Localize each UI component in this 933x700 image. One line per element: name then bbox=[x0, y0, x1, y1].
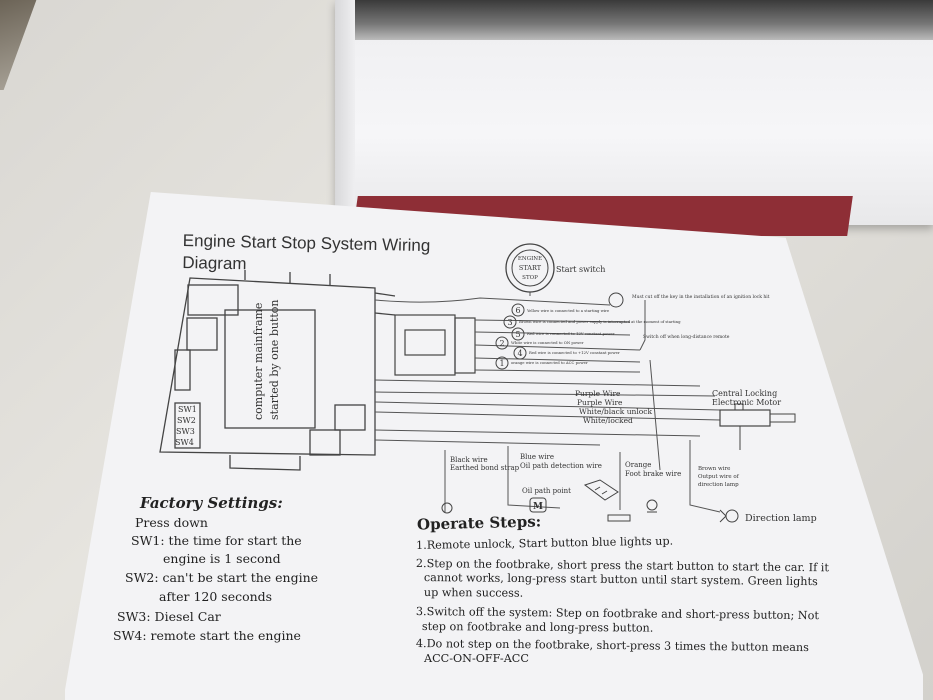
wire-label-purple-1: Purple Wire bbox=[575, 389, 621, 398]
motor-label-1: Central Locking bbox=[712, 389, 777, 398]
factory-line-5: after 120 seconds bbox=[159, 589, 273, 604]
wire-number-3: 3 bbox=[507, 318, 512, 327]
wire-label-white-black: White/black unlock bbox=[579, 407, 652, 416]
factory-line-4: SW2: can't be start the engine bbox=[125, 570, 319, 585]
mainframe-label-1: computer mainframe bbox=[252, 303, 265, 420]
wire-number-4: 4 bbox=[517, 349, 522, 358]
engine-start-button: ENGINE START STOP bbox=[505, 243, 555, 293]
wire-note-6: Yellow wire is connected to a starting w… bbox=[526, 308, 610, 313]
ignition-key-icon bbox=[608, 292, 624, 308]
remote-note: Switch off when long-distance remote bbox=[643, 334, 730, 340]
wire-number-1: 1 bbox=[499, 359, 504, 368]
button-text-bot: STOP bbox=[522, 275, 538, 281]
wire-labels: Purple Wire Purple Wire White/black unlo… bbox=[575, 389, 652, 425]
direction-lamp-icon bbox=[719, 509, 739, 523]
factory-line-2: SW1: the time for start the bbox=[131, 533, 302, 548]
factory-line-6: SW3: Diesel Car bbox=[117, 609, 221, 624]
blue-wire-label: Blue wire bbox=[520, 453, 554, 461]
button-text-mid: START bbox=[519, 264, 542, 272]
switch-label-1: SW1 bbox=[178, 405, 197, 414]
black-wire-label: Black wire bbox=[450, 456, 488, 464]
switch-label-3: SW3 bbox=[176, 427, 195, 436]
wire-note-3: Brown wire is connected and power supply… bbox=[519, 319, 681, 324]
motor-label-2: Electronic Motor bbox=[712, 398, 781, 407]
central-locking-motor bbox=[719, 403, 796, 450]
ground-icon bbox=[441, 502, 453, 514]
direction-lamp-wire-label: direction lamp bbox=[698, 482, 739, 488]
output-wire-label: Output wire of bbox=[698, 474, 740, 480]
factory-line-3: engine is 1 second bbox=[163, 551, 281, 566]
wire-note-4: Red wire is connected to +12V constant p… bbox=[529, 350, 620, 355]
oil-sensor: M bbox=[529, 497, 547, 513]
oil-detection-label: Oil path detection wire bbox=[520, 462, 602, 470]
brake-pedal-icon bbox=[583, 479, 631, 522]
factory-line-7: SW4: remote start the engine bbox=[113, 628, 301, 643]
wire-note-5: Red wire is connected to 12V constant po… bbox=[527, 331, 615, 336]
wire-label-white: White/locked bbox=[583, 416, 633, 425]
earth-strap-label: Earthed bond strap bbox=[450, 464, 520, 472]
switch-label-2: SW2 bbox=[177, 416, 196, 425]
operate-line-6: step on footbrake and long-press button. bbox=[421, 620, 654, 635]
button-text-top: ENGINE bbox=[518, 256, 542, 262]
wire-label-purple-2: Purple Wire bbox=[577, 398, 623, 407]
mainframe-outline bbox=[159, 270, 396, 471]
oil-sensor-m: M bbox=[533, 502, 543, 512]
foot-brake-label: Foot brake wire bbox=[625, 470, 681, 478]
dip-switches: SW1 SW2 SW3 SW4 bbox=[175, 405, 197, 447]
product-box bbox=[335, 0, 933, 225]
instruction-sheet bbox=[65, 192, 923, 700]
brake-light-icon bbox=[646, 499, 658, 513]
wire-note-1: orange wire is connected to ACC power bbox=[511, 360, 588, 365]
switch-label-4: SW4 bbox=[175, 438, 194, 447]
operate-line-4: up when success. bbox=[423, 586, 524, 600]
box-interior bbox=[355, 0, 933, 40]
factory-line-1: Press down bbox=[135, 515, 208, 530]
brown-wire-label: Brown wire bbox=[698, 466, 730, 472]
mainframe-label-2: started by one button bbox=[268, 300, 281, 421]
start-switch-label: Start switch bbox=[556, 265, 605, 274]
wire-number-2: 2 bbox=[499, 339, 504, 348]
operate-line-8: ACC-ON-OFF-ACC bbox=[424, 652, 529, 665]
orange-wire-label: Orange bbox=[625, 461, 651, 469]
wire-number-5: 5 bbox=[515, 330, 520, 339]
wire-note-2: White wire is connected to ON power bbox=[511, 340, 584, 345]
box-side bbox=[335, 0, 355, 225]
wire-number-circles: 6 3 5 2 4 1 bbox=[495, 303, 527, 370]
wire-notes: Yellow wire is connected to a starting w… bbox=[511, 308, 681, 365]
factory-settings-title: Factory Settings: bbox=[140, 494, 283, 512]
direction-lamp-label: Direction lamp bbox=[745, 513, 817, 524]
operate-steps-title: Operate Steps: bbox=[416, 512, 542, 534]
signal-wires bbox=[374, 280, 721, 513]
bottom-wire-labels: Black wire Earthed bond strap Blue wire … bbox=[450, 453, 740, 495]
wire-number-6: 6 bbox=[515, 306, 520, 315]
connector-block bbox=[394, 314, 476, 376]
key-note: Must cut off the key in the installation… bbox=[632, 294, 770, 300]
oil-path-point-label: Oil path point bbox=[522, 487, 571, 495]
